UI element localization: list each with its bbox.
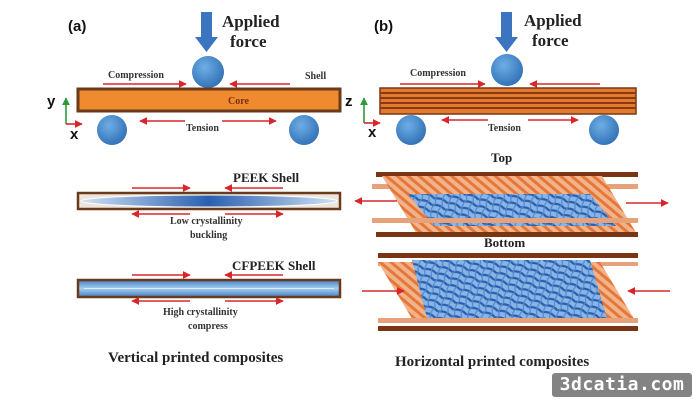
top-roller-a [192,56,224,88]
applied-force-label-b-line1: Applied [524,11,582,30]
caption-b: Horizontal printed composites [395,354,589,370]
peek-shell-label: PEEK Shell [233,170,299,185]
panel-b-label: (b) [374,18,393,35]
panel-a: (a) Applied force Compression Shell Core… [47,12,342,366]
panel-b: (b) Applied force Compression z x Te [345,11,670,370]
shell-label-a: Shell [305,71,326,82]
tension-label-a: Tension [186,123,219,134]
bottom-roller-left-a [97,115,127,145]
axes-a [62,97,83,128]
peek-shell-beam [76,191,342,211]
high-crystallinity-label: High crystallinity [163,307,238,318]
axis-z-label-b: z [345,93,353,110]
bottom-shear-block [378,253,638,331]
axes-b [360,97,381,127]
bottom-roller-left-b [396,115,426,145]
applied-force-label-a-line2: force [230,32,267,51]
axis-y-label-a: y [47,93,56,110]
top-shear-block [372,172,638,237]
buckling-label: buckling [190,230,227,241]
applied-force-label-a-line1: Applied [222,12,280,31]
bottom-roller-right-a [289,115,319,145]
low-crystallinity-label: Low crystallinity [170,216,243,227]
compression-label-b: Compression [410,68,466,79]
core-label-a: Core [228,96,249,107]
caption-a: Vertical printed composites [108,350,283,366]
panel-a-label: (a) [68,18,86,35]
bottom-roller-right-b [589,115,619,145]
compression-label-a: Compression [108,70,164,81]
top-label: Top [491,150,512,165]
watermark: 3dcatia.com [552,373,692,397]
applied-force-arrow-a [195,12,218,52]
tension-label-b: Tension [488,123,521,134]
cfpeek-shell-beam [76,278,342,299]
applied-force-arrow-b [495,12,518,52]
applied-force-label-b-line2: force [532,31,569,50]
laminate-beam-b [379,87,637,115]
cfpeek-shell-label: CFPEEK Shell [232,258,316,273]
compress-label: compress [188,321,228,332]
bottom-label: Bottom [484,235,525,250]
axis-x-label-a: x [70,126,79,143]
core-beam-a [76,87,342,113]
axis-x-label-b: x [368,124,377,141]
top-roller-b [491,54,523,86]
